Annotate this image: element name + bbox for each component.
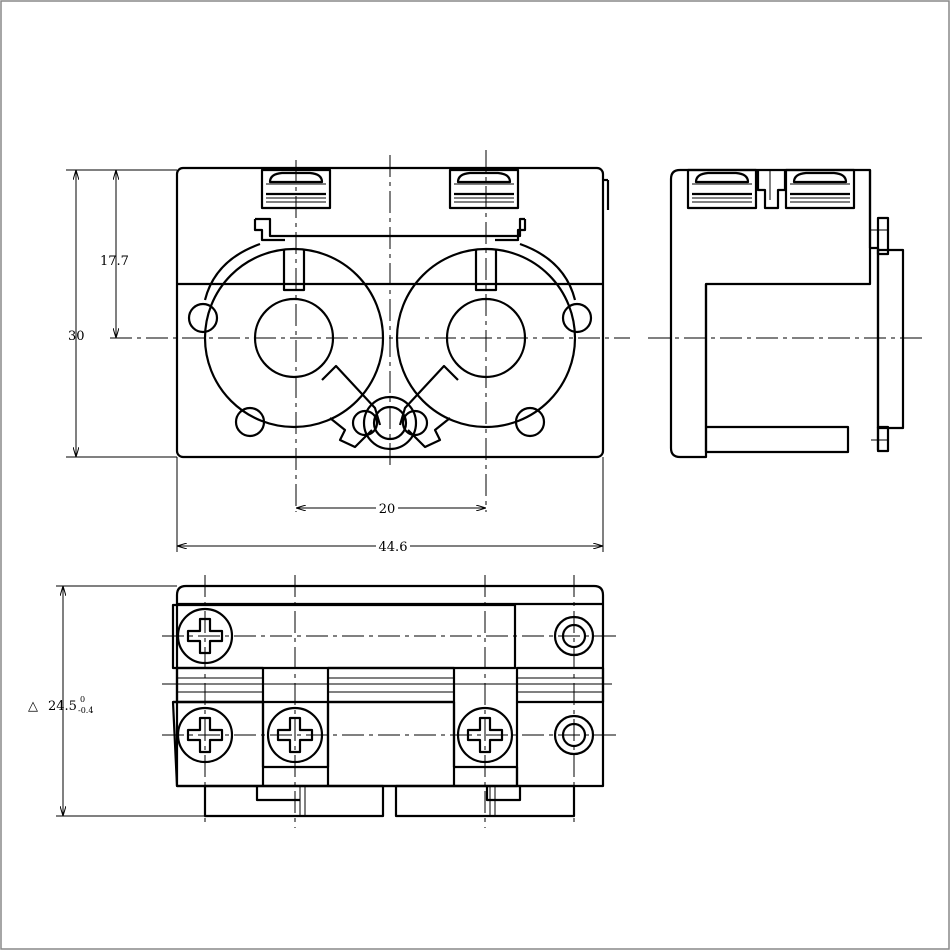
- side-view: [648, 168, 925, 459]
- dimension-depth: △ 24.5 0 -0.4: [28, 585, 205, 817]
- front-top-screw-right: [448, 168, 520, 210]
- dim-depth-label: 24.5: [48, 699, 77, 714]
- dim-width-total-label: 44.6: [379, 540, 408, 555]
- depth-triangle-icon: △: [28, 699, 38, 714]
- dimension-width-total: 44.6: [176, 457, 604, 555]
- dim-height-center-label: 17.7: [100, 254, 129, 269]
- dim-height-total-label: 30: [68, 329, 85, 344]
- side-top-screw-left: [686, 168, 758, 210]
- dimension-hole-spacing: 20: [296, 500, 486, 517]
- dimension-height-total: 30: [66, 169, 177, 458]
- dimension-height-center: 17.7: [100, 170, 129, 338]
- dim-depth-tol-upper: 0: [80, 695, 85, 704]
- top-view: [162, 575, 620, 828]
- dim-depth-tol-lower: -0.4: [78, 706, 93, 715]
- side-top-screw-right: [784, 168, 856, 210]
- front-view: [110, 150, 630, 512]
- dim-hole-spacing-label: 20: [379, 502, 396, 517]
